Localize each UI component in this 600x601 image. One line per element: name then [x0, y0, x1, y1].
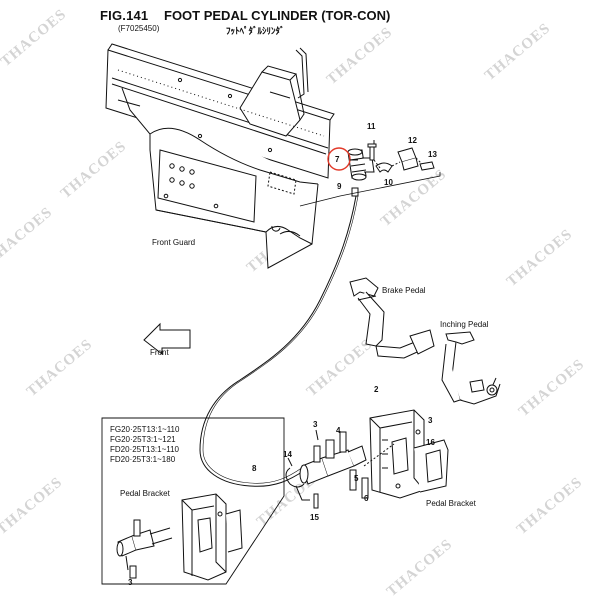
- figure-code: (F7025450): [118, 24, 160, 33]
- callout-2: 2: [374, 385, 379, 394]
- model-item: FG20·25T13:1~110: [110, 425, 180, 434]
- callout-5: 5: [354, 474, 359, 483]
- inset-box: [101, 417, 285, 585]
- front-label: Front: [150, 348, 169, 357]
- model-list: FG20·25T13:1~110 FG20·25T3:1~121 FD20·25…: [110, 425, 179, 465]
- callout-3: 3: [313, 420, 318, 429]
- front-arrow-icon: [143, 322, 191, 356]
- callout-13: 13: [428, 150, 437, 159]
- brake-pedal: [349, 277, 435, 359]
- model-item: FD20·25T13:1~110: [110, 445, 180, 454]
- inching-pedal: [441, 331, 501, 405]
- callout-10: 10: [384, 178, 393, 187]
- front-guard-panel: [105, 43, 335, 269]
- hose-line: [199, 195, 357, 487]
- callout-11: 11: [367, 122, 376, 131]
- callout-4: 4: [336, 426, 341, 435]
- callout-16: 16: [426, 438, 435, 447]
- callout-6: 6: [364, 494, 369, 503]
- pedal-bracket-left: [116, 493, 243, 581]
- pedal-bracket-right-label: Pedal Bracket: [426, 499, 476, 508]
- cylinder-fittings: [351, 140, 435, 197]
- callout-12: 12: [408, 136, 417, 145]
- callout-7: 7: [335, 155, 340, 164]
- figure-japanese-title: ﾌｯﾄﾍﾟﾀﾞﾙｼﾘﾝﾀﾞ: [226, 26, 285, 36]
- brake-pedal-label: Brake Pedal: [382, 286, 426, 295]
- pedal-bracket-right: [369, 409, 449, 499]
- callout-15: 15: [310, 513, 319, 522]
- model-item: FG20·25T3:1~121: [110, 435, 176, 444]
- callout-3: 3: [428, 416, 433, 425]
- figure-title: FOOT PEDAL CYLINDER (TOR-CON): [164, 8, 391, 23]
- front-guard-label: Front Guard: [152, 238, 196, 247]
- pedal-bracket-left-label: Pedal Bracket: [120, 489, 170, 498]
- callout-9: 9: [337, 182, 342, 191]
- callout-8: 8: [252, 464, 257, 473]
- callout-3: 3: [128, 578, 133, 587]
- highlight-circle: [327, 147, 351, 171]
- inching-pedal-label: Inching Pedal: [440, 320, 489, 329]
- model-item: FD20·25T3:1~180: [110, 455, 176, 464]
- figure-number: FIG.141: [100, 8, 149, 23]
- callout-14: 14: [283, 450, 292, 459]
- master-cylinder-assembly: [285, 429, 395, 509]
